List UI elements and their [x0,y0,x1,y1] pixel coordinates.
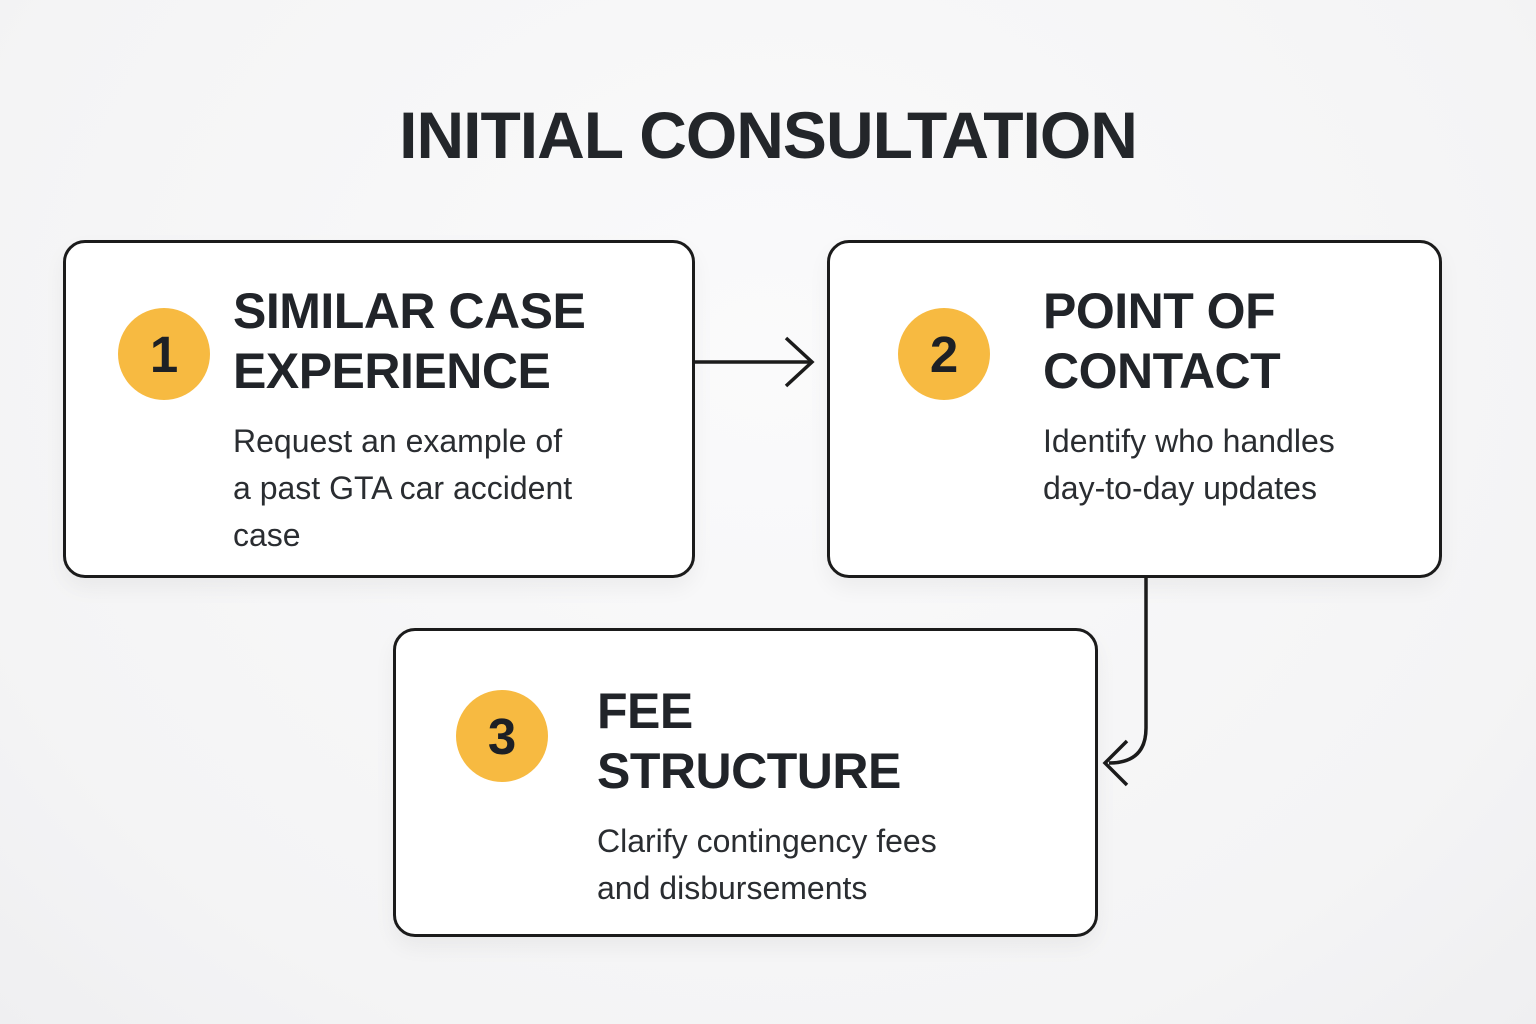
step-1-description: Request an example of a past GTA car acc… [233,423,573,553]
step-2-description: Identify who handles day-to-day updates [1043,423,1335,506]
step-card-fee-structure: 3 FEE STRUCTURE Clarify contingency fees… [393,628,1098,937]
step-2-content: POINT OF CONTACT Identify who handles da… [1043,281,1403,512]
step-3-description: Clarify contingency fees and disbursemen… [597,823,937,906]
arrow-step1-to-step2-icon [690,328,825,398]
arrow-step2-to-step3-icon [1085,578,1165,793]
step-3-heading: FEE STRUCTURE [597,683,901,799]
step-1-number: 1 [149,325,179,383]
step-card-point-of-contact: 2 POINT OF CONTACT Identify who handles … [827,240,1442,578]
step-2-heading: POINT OF CONTACT [1043,283,1281,399]
step-1-content: SIMILAR CASE EXPERIENCE Request an examp… [233,281,653,559]
step-1-heading: SIMILAR CASE EXPERIENCE [233,283,586,399]
step-2-number: 2 [929,325,959,383]
step-card-similar-case-experience: 1 SIMILAR CASE EXPERIENCE Request an exa… [63,240,695,578]
step-1-number-badge: 1 [118,308,210,400]
step-3-content: FEE STRUCTURE Clarify contingency fees a… [597,681,1037,912]
step-2-number-badge: 2 [898,308,990,400]
page-title: INITIAL CONSULTATION [399,98,1138,172]
step-3-number: 3 [487,707,517,765]
step-3-number-badge: 3 [456,690,548,782]
